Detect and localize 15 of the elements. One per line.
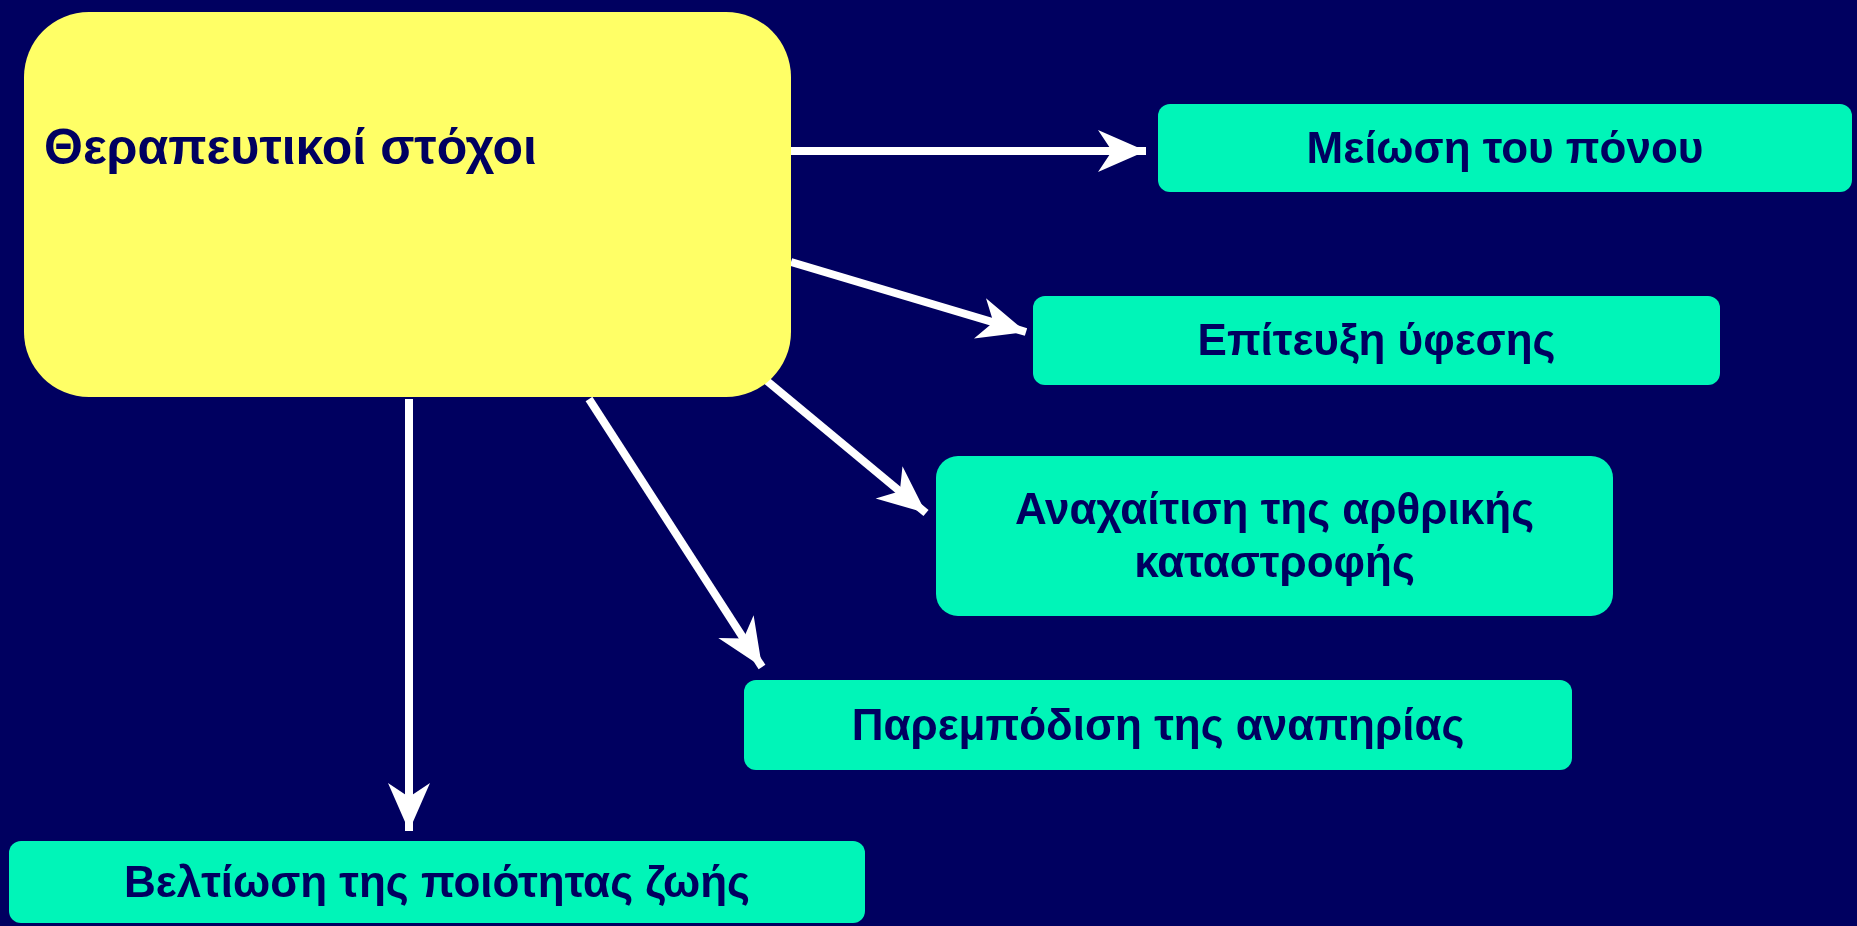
goal-box — [936, 456, 1613, 616]
goal-box — [1158, 104, 1852, 192]
heading-text: Θεραπευτικοί στόχοι — [44, 118, 537, 177]
goal-text: Βελτίωση της ποιότητας ζωής — [124, 855, 750, 908]
goal-text: Μείωση του πόνου — [1306, 121, 1704, 174]
arrow — [585, 396, 766, 670]
goal-text: Παρεμπόδιση της αναπηρίας — [851, 698, 1465, 751]
goal-text: Επίτευξη ύφεσης — [1197, 314, 1556, 367]
heading-box — [24, 12, 791, 397]
goal-box — [9, 841, 865, 923]
goal-text: Αναχαίτιση της αρθρικής καταστροφής — [1013, 483, 1536, 588]
arrow — [764, 377, 929, 517]
arrow — [789, 258, 1028, 339]
goal-box — [744, 680, 1572, 770]
goal-box — [1033, 296, 1720, 385]
